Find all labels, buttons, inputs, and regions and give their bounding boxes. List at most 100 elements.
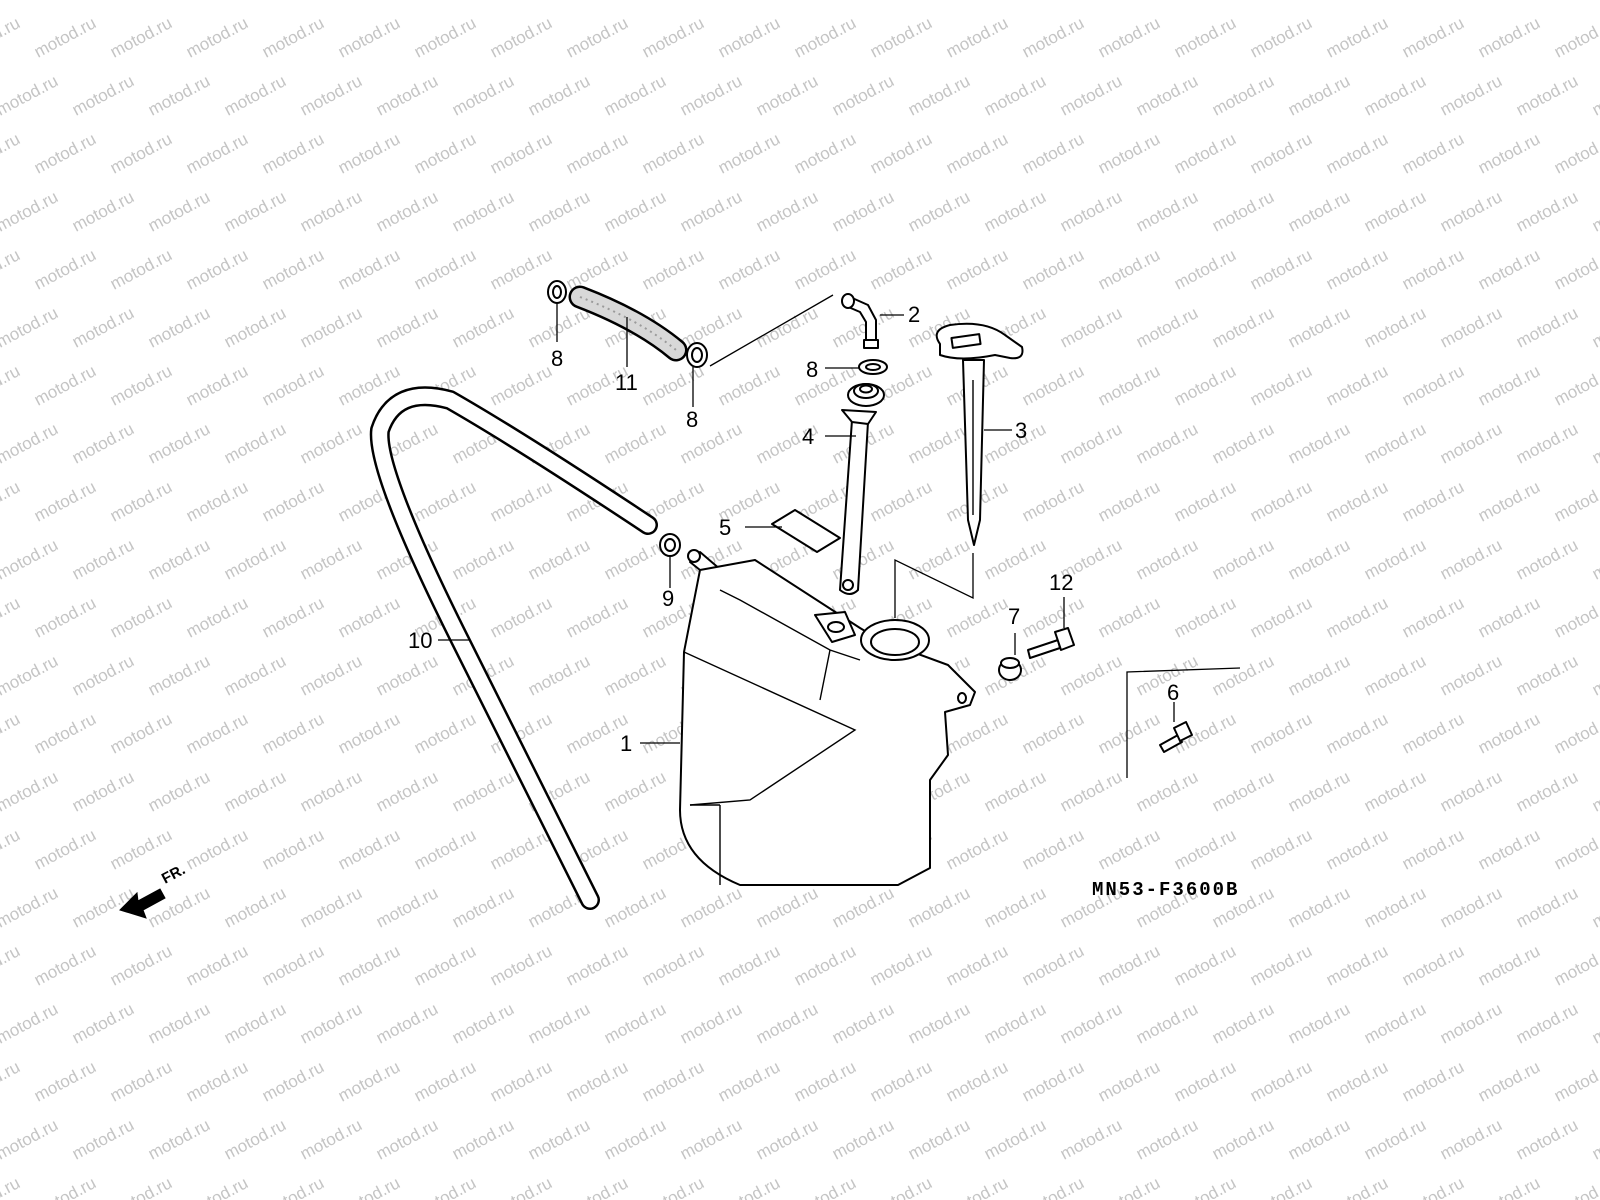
watermark-text: motod.ru [107,941,175,989]
watermark-text: motod.ru [145,999,213,1047]
watermark-text: motod.ru [1285,883,1353,931]
watermark-text: motod.ru [259,1057,327,1105]
watermark-text: motod.ru [753,999,821,1047]
watermark-text: motod.ru [487,941,555,989]
watermark-text: motod.ru [221,999,289,1047]
watermark-text: motod.ru [525,999,593,1047]
watermark-text: motod.ru [1209,187,1277,235]
collar-7 [998,657,1022,681]
watermark-text: motod.ru [1247,825,1315,873]
watermark-text: motod.ru [1475,593,1543,641]
watermark-text: motod.ru [183,1057,251,1105]
front-direction-arrow-icon [119,888,166,919]
watermark-text: motod.ru [297,71,365,119]
watermark-text: motod.ru [1171,245,1239,293]
watermark-text: motod.ru [1095,477,1163,525]
watermark-text: motod.ru [1057,187,1125,235]
watermark-text: motod.ru [1209,71,1277,119]
watermark-text: motod.ru [335,13,403,61]
watermark-text: motod.ru [639,1173,707,1200]
watermark-text: motod.ru [1247,129,1315,177]
watermark-text: motod.ru [487,825,555,873]
watermark-text: motod.ru [0,71,61,119]
watermark-text: motod.ru [1361,535,1429,583]
watermark-text: motod.ru [1323,709,1391,757]
dipstick-cap-3 [935,322,1024,546]
watermark-text: motod.ru [753,187,821,235]
watermark-text: motod.ru [715,1057,783,1105]
watermark-text: motod.ru [525,303,593,351]
watermark-text: motod.ru [981,1115,1049,1163]
watermark-text: motod.ru [1513,651,1581,699]
watermark-text: motod.ru [1437,767,1505,815]
watermark-text: motod.ru [259,477,327,525]
watermark-text: motod.ru [639,361,707,409]
watermark-text: motod.ru [183,1173,251,1200]
watermark-text: motod.ru [1475,941,1543,989]
watermark-text: motod.ru [0,419,61,467]
watermark-text: motod.ru [145,0,213,4]
watermark-text: motod.ru [905,883,973,931]
watermark-text: motod.ru [1209,535,1277,583]
watermark-text: motod.ru [715,245,783,293]
watermark-text: motod.ru [31,1057,99,1105]
watermark-text: motod.ru [31,825,99,873]
watermark-text: motod.ru [373,0,441,4]
watermark-text: motod.ru [145,71,213,119]
watermark-text: motod.ru [943,1057,1011,1105]
watermark-text: motod.ru [183,13,251,61]
watermark-text: motod.ru [1133,303,1201,351]
watermark-text: motod.ru [1247,477,1315,525]
watermark-text: motod.ru [411,245,479,293]
watermark-text: motod.ru [1361,1115,1429,1163]
watermark-text: motod.ru [31,361,99,409]
watermark-text: motod.ru [829,71,897,119]
watermark-text: motod.ru [1551,13,1600,61]
watermark-text: motod.ru [31,1173,99,1200]
watermark-text: motod.ru [1019,1057,1087,1105]
watermark-text: motod.ru [0,187,61,235]
watermark-text: motod.ru [1437,187,1505,235]
watermark-text: motod.ru [1475,13,1543,61]
watermark-text: motod.ru [1171,477,1239,525]
watermark-text: motod.ru [753,1115,821,1163]
watermark-text: motod.ru [1285,999,1353,1047]
watermark-text: motod.ru [1285,651,1353,699]
watermark-text: motod.ru [487,593,555,641]
watermark-text: motod.ru [1247,13,1315,61]
watermark-text: motod.ru [297,883,365,931]
watermark-text: motod.ru [145,535,213,583]
watermark-text: motod.ru [829,0,897,4]
callout-11: 11 [615,370,638,395]
watermark-text: motod.ru [259,709,327,757]
watermark-text: motod.ru [1209,999,1277,1047]
watermark-text: motod.ru [1589,999,1600,1047]
watermark-text: motod.ru [1095,1057,1163,1105]
watermark-text: motod.ru [601,535,669,583]
watermark-text: motod.ru [829,999,897,1047]
watermark-text: motod.ru [1057,71,1125,119]
watermark-text: motod.ru [1399,361,1467,409]
watermark-text: motod.ru [183,825,251,873]
watermark-text: motod.ru [829,187,897,235]
watermark-text: motod.ru [1171,825,1239,873]
watermark-text: motod.ru [183,361,251,409]
watermark-text: motod.ru [715,129,783,177]
watermark-text: motod.ru [1551,1057,1600,1105]
watermark-text: motod.ru [981,187,1049,235]
watermark-text: motod.ru [1513,999,1581,1047]
watermark-text: motod.ru [221,1115,289,1163]
watermark-text: motod.ru [1551,361,1600,409]
watermark-text: motod.ru [1551,593,1600,641]
watermark-text: motod.ru [677,303,745,351]
watermark-text: motod.ru [69,535,137,583]
watermark-text: motod.ru [1399,941,1467,989]
watermark-text: motod.ru [145,419,213,467]
watermark-text: motod.ru [1399,477,1467,525]
watermark-text: motod.ru [1247,941,1315,989]
watermark-text: motod.ru [791,129,859,177]
watermark-text: motod.ru [943,593,1011,641]
callout-8-right: 8 [806,357,818,382]
watermark-text: motod.ru [1209,767,1277,815]
watermark-text: motod.ru [677,1115,745,1163]
